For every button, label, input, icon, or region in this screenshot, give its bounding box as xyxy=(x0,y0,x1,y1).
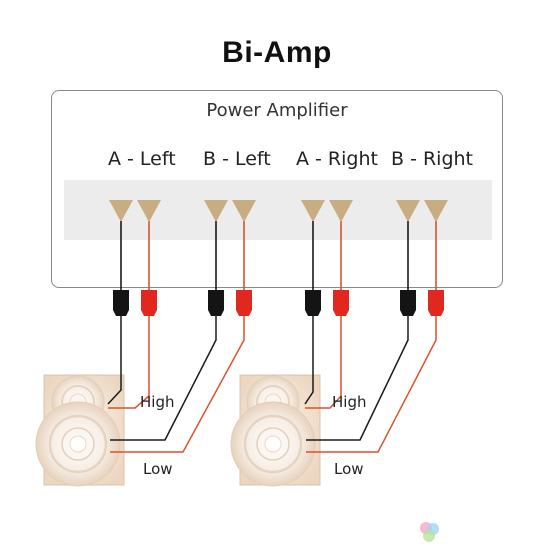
channel-label-a-right: A - Right xyxy=(296,148,378,170)
terminal-strip xyxy=(64,180,492,240)
terminal-cone xyxy=(109,200,133,222)
positive-plug xyxy=(236,290,252,316)
terminal-cone xyxy=(329,200,353,222)
binding-posts xyxy=(109,200,448,222)
positive-plug xyxy=(141,290,157,316)
channel-label-b-right: B - Right xyxy=(391,148,474,170)
diagram-title: Bi-Amp xyxy=(222,36,332,69)
power-amplifier-label: Power Amplifier xyxy=(206,100,348,121)
negative-cable xyxy=(110,316,217,441)
positive-cable xyxy=(306,316,437,453)
speaker-2-high-label: High xyxy=(332,393,367,411)
terminal-cone xyxy=(204,200,228,222)
speaker-1-low-label: Low xyxy=(143,460,173,478)
negative-plug xyxy=(208,290,224,316)
positive-cable xyxy=(305,316,342,409)
positive-cable xyxy=(108,316,150,409)
terminal-cone xyxy=(396,200,420,222)
negative-cable xyxy=(107,316,122,405)
negative-plug xyxy=(400,290,416,316)
positive-plug xyxy=(428,290,444,316)
terminal-cone xyxy=(137,200,161,222)
speaker-1-high-label: High xyxy=(140,393,175,411)
positive-cable xyxy=(110,316,245,453)
speaker-2-low-label: Low xyxy=(334,460,364,478)
terminal-cone xyxy=(424,200,448,222)
channel-label-a-left: A - Left xyxy=(108,148,176,170)
speaker-2 xyxy=(230,374,321,487)
negative-cable xyxy=(306,316,409,441)
negative-plug xyxy=(113,290,129,316)
terminal-cone xyxy=(301,200,325,222)
negative-plug xyxy=(305,290,321,316)
channel-label-b-left: B - Left xyxy=(203,148,271,170)
watermark-logo-icon xyxy=(420,522,439,542)
positive-plug xyxy=(333,290,349,316)
terminal-cone xyxy=(232,200,256,222)
speaker-1 xyxy=(35,374,125,487)
banana-plugs xyxy=(113,290,444,316)
speaker-cables xyxy=(107,316,437,453)
negative-cable xyxy=(304,316,314,405)
